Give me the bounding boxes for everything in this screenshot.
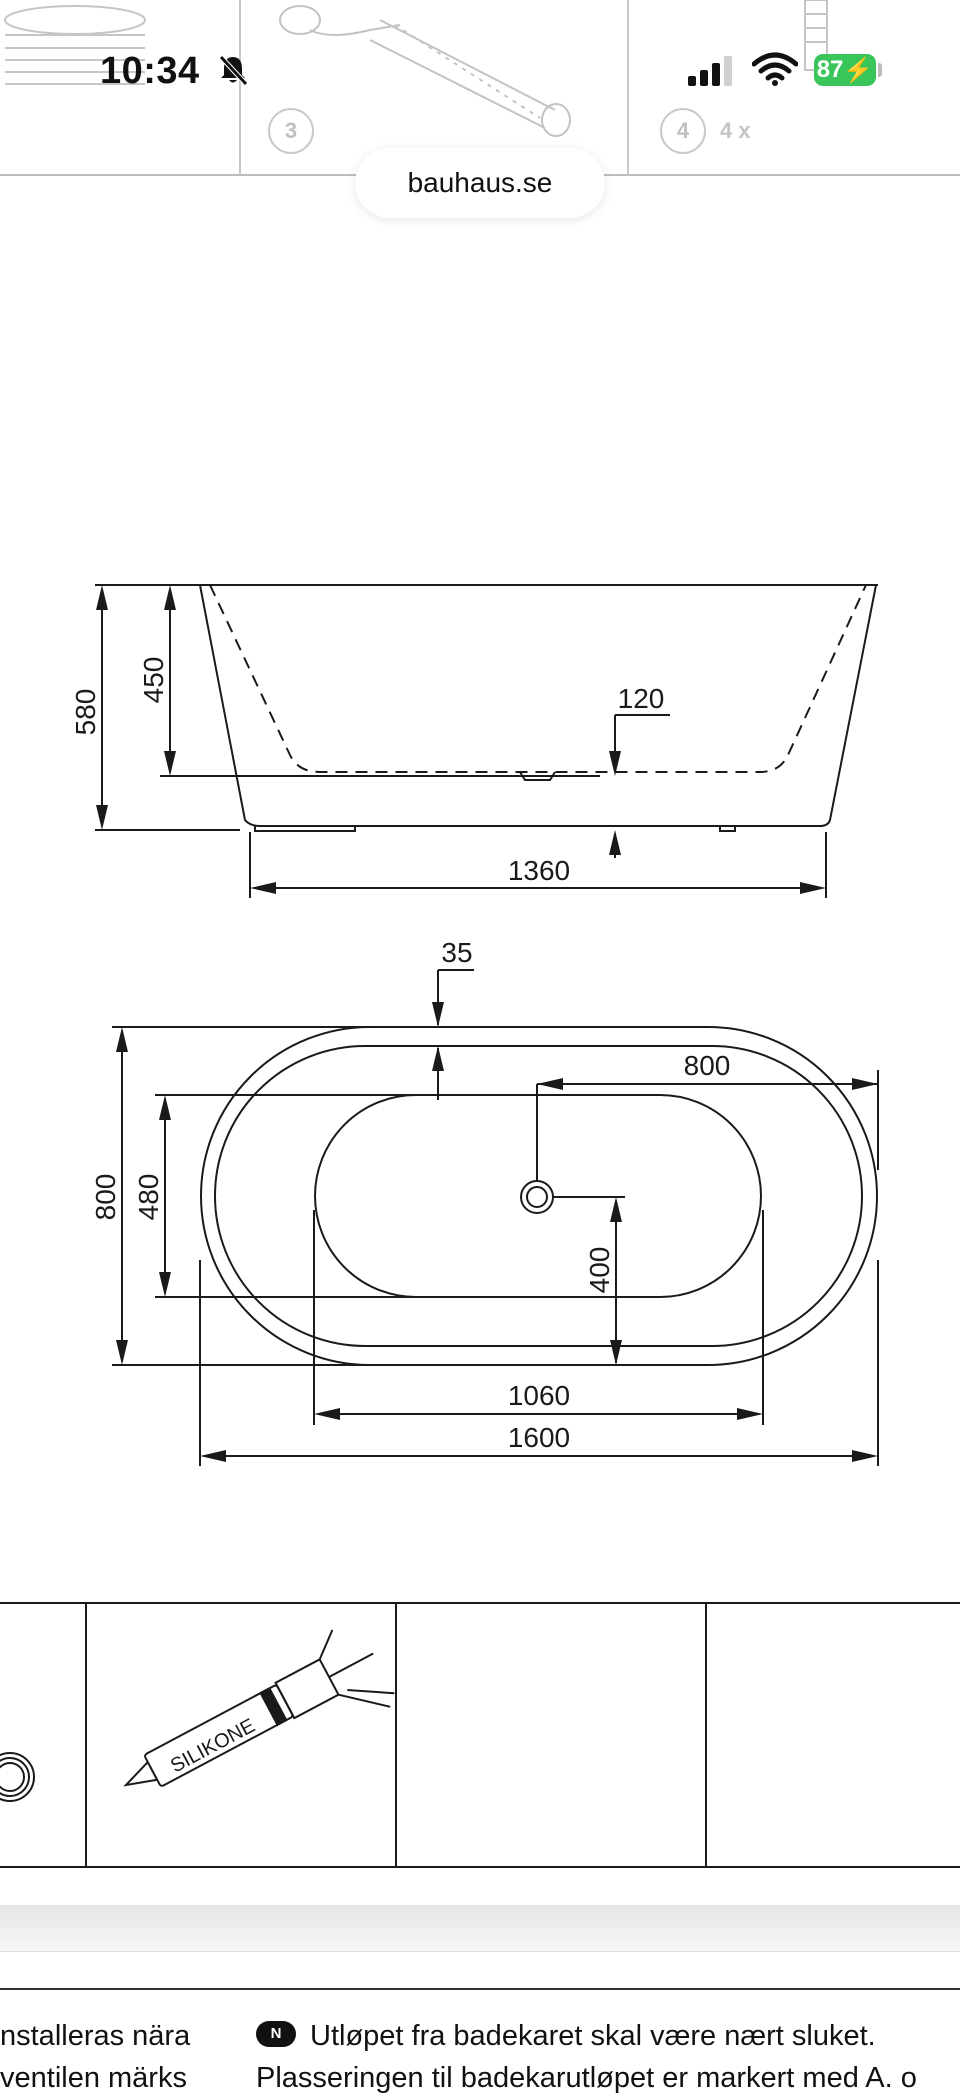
- battery-level: 87: [816, 56, 844, 83]
- page-separator: [0, 1905, 960, 1952]
- instruction-sv-line1: nstalleras nära: [0, 2020, 191, 2052]
- status-time: 10:34: [100, 50, 200, 92]
- step-number-3: 3: [268, 108, 314, 154]
- step-4-quantity: 4 x: [720, 118, 751, 143]
- dim-width: 800: [90, 1174, 121, 1221]
- step-number-4: 4: [660, 108, 706, 154]
- url-address-pill[interactable]: bauhaus.se: [355, 148, 605, 218]
- silicone-gun-icon: [123, 1629, 395, 1787]
- status-bar: 10:34 87⚡: [0, 0, 960, 145]
- wifi-icon: [752, 52, 798, 86]
- instruction-no-text: Utløpet fra badekaret skal være nært slu…: [310, 2020, 876, 2052]
- dim-side-length: 1360: [508, 855, 570, 886]
- norway-badge: N: [256, 2021, 296, 2048]
- overflow-pipe-part-icon: [279, 5, 571, 137]
- dim-inner-height: 450: [138, 657, 169, 704]
- dim-drain-offset: 800: [684, 1050, 731, 1081]
- drain-plug-part-icon: [4, 5, 146, 85]
- dim-inner-width: 480: [133, 1174, 164, 1221]
- dim-total-height: 580: [70, 689, 101, 736]
- signal-icon: [688, 56, 732, 86]
- instruction-no-line1: N Utløpet fra badekaret skal være nært sl…: [256, 2020, 876, 2053]
- battery-cap: [878, 63, 882, 77]
- bell-slash-icon: [219, 55, 248, 86]
- instruction-sv-line2: ventilen märks: [0, 2062, 187, 2094]
- bathtub-top-view: 35 800 800 480 400 1060 1600: [90, 937, 879, 1466]
- dim-inner-length: 1060: [508, 1380, 570, 1411]
- washer-part-icon: [0, 1752, 35, 1802]
- dim-rim: 35: [441, 937, 472, 968]
- dim-bottom: 120: [618, 683, 665, 714]
- battery-charging-icon: 87⚡: [814, 54, 876, 86]
- tools-strip: SILIKONE: [0, 1602, 960, 1868]
- section-divider: [0, 1988, 960, 1990]
- dim-top-length: 1600: [508, 1422, 570, 1453]
- bathtub-side-view: 580 450 120 1360: [70, 584, 878, 898]
- instruction-no-line2: Plasseringen til badekarutløpet er marke…: [256, 2062, 917, 2094]
- dim-drain-side: 400: [584, 1247, 615, 1294]
